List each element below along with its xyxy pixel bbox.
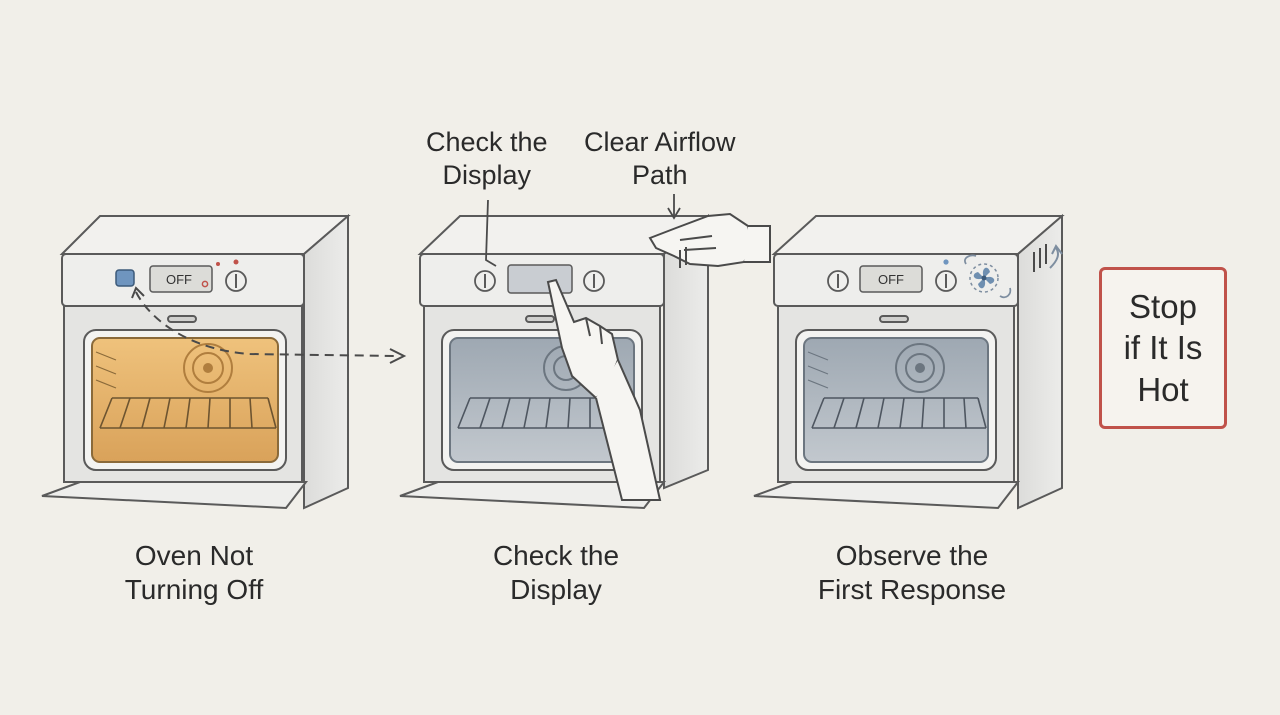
indicator-light-icon bbox=[201, 280, 209, 288]
display-panel-1 bbox=[149, 265, 213, 293]
fan-icon bbox=[969, 263, 999, 293]
airflow-arrow-icon bbox=[964, 254, 977, 265]
step-label-1: Oven Not Turning Off bbox=[124, 540, 264, 606]
indicator-dot-icon bbox=[233, 259, 239, 265]
oven-1 bbox=[41, 213, 351, 510]
display-text-1: OFF bbox=[166, 272, 192, 287]
callout-line-display bbox=[485, 199, 497, 267]
callout-clear-airflow: Clear Airflow Path bbox=[584, 127, 736, 190]
stop-warning-box: Stop if It Is Hot bbox=[1099, 267, 1227, 429]
step-label-3: Observe the First Response bbox=[817, 540, 1007, 606]
dashed-arrow-icon bbox=[135, 291, 397, 357]
hand-icon bbox=[648, 212, 771, 268]
vent-icon bbox=[679, 247, 687, 268]
display-panel-3 bbox=[859, 265, 923, 293]
step-label-2: Check the Display bbox=[492, 540, 620, 606]
power-button-icon[interactable] bbox=[115, 269, 135, 287]
oven-2 bbox=[399, 213, 711, 510]
display-text-3: OFF bbox=[878, 272, 904, 287]
display-panel-2[interactable] bbox=[507, 264, 573, 294]
vent-icon bbox=[1033, 244, 1047, 272]
callout-check-display: Check the Display bbox=[426, 127, 548, 190]
oven-3 bbox=[753, 213, 1065, 510]
pointing-hand-icon bbox=[546, 278, 662, 501]
